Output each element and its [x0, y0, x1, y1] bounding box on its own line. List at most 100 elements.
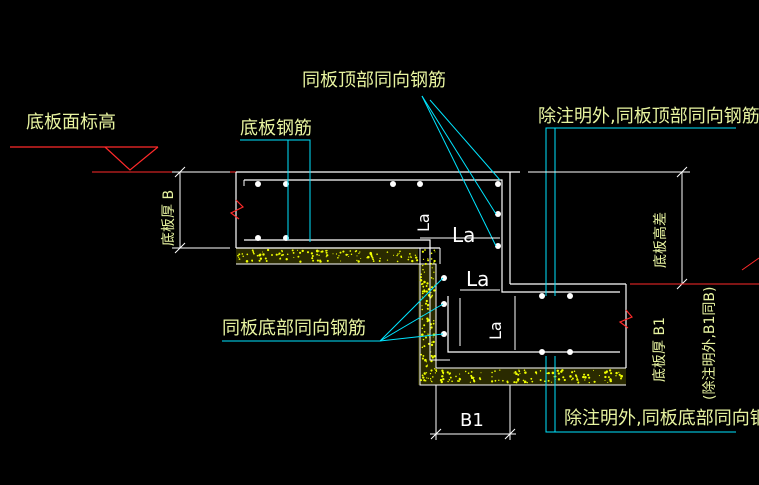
hatch-dot [610, 372, 613, 375]
hatch-dot [279, 258, 281, 260]
hatch-dot [238, 256, 240, 258]
hatch-dot [433, 262, 435, 264]
hatch-dot [350, 253, 353, 256]
hatch-dot [425, 372, 428, 374]
top-rebar-except-label: 除注明外,同板顶部同向钢筋 [538, 106, 759, 127]
slab-rebar-label: 底板钢筋 [240, 118, 312, 139]
hatch-dot [449, 372, 452, 375]
hatch-dot [517, 378, 520, 381]
hatch-dot [523, 382, 525, 384]
hatch-dot [349, 250, 352, 252]
hatch-dot [386, 251, 389, 253]
hatch-dot [447, 380, 449, 383]
hatch-dot [442, 377, 445, 381]
hatch-dot [439, 378, 443, 382]
hatch-dot [430, 252, 433, 255]
hatch-dot [582, 375, 585, 379]
hatch-dot [275, 253, 278, 256]
hatch-dot [592, 369, 595, 371]
hatch-dot [578, 381, 580, 383]
hatch-dot [551, 371, 555, 375]
hatch-dot [357, 260, 360, 263]
hatch-dot [372, 258, 374, 261]
hatch-dot [524, 371, 527, 374]
hatch-dot [539, 378, 542, 382]
slab-thickness-dimension [172, 166, 230, 254]
hatch-dot [347, 254, 349, 256]
hatch-dot [278, 252, 281, 255]
hatch-dot [506, 381, 509, 384]
hatch-dot [367, 255, 370, 259]
hatch-dot [561, 369, 564, 372]
hatch-dot [620, 377, 622, 380]
hatch-dot [421, 374, 424, 377]
hatch-dot [312, 259, 315, 262]
hatch-dot [356, 259, 358, 262]
hatch-dot [431, 356, 434, 359]
hatch-dot [433, 289, 436, 292]
hatch-dot [430, 351, 432, 353]
hatch-dot [562, 376, 565, 379]
hatch-dot [325, 251, 328, 254]
hatch-dot [421, 292, 424, 295]
hatch-dot [424, 302, 428, 305]
hatch-dot [358, 252, 360, 255]
hatch-dot [543, 380, 546, 383]
step-outline [236, 172, 633, 368]
hatch-dot [472, 376, 475, 379]
hatch-dot [491, 380, 494, 383]
hatch-dot [432, 278, 434, 280]
hatch-dot [604, 371, 607, 374]
hatch-dot [575, 375, 578, 378]
hatch-dot [422, 264, 424, 267]
hatch-dot [277, 254, 279, 256]
hatch-dot [571, 379, 573, 381]
hatch-dot [407, 258, 410, 261]
hatch-dot [296, 249, 299, 251]
hatch-dot [311, 257, 314, 260]
hatch-dot [620, 374, 623, 378]
hatch-dot [433, 259, 436, 263]
hatch-dot [470, 374, 473, 377]
upper-top-rebar [243, 179, 620, 293]
hatch-dot [376, 253, 378, 255]
hatch-dot [424, 358, 427, 362]
hatch-dot [513, 372, 515, 374]
hatch-dot [426, 282, 429, 285]
hatch-dot [456, 380, 459, 382]
hatch-dot [386, 259, 389, 261]
hatch-dot [431, 341, 433, 343]
hatch-dot [440, 380, 443, 384]
hatch-dot [252, 251, 255, 254]
hatch-dot [420, 276, 422, 279]
hatch-dot [502, 379, 504, 382]
hatch-dot [467, 372, 470, 375]
hatch-dot [396, 254, 398, 257]
hatch-dot [547, 379, 550, 382]
b1-dimension [430, 385, 516, 440]
hatch-dot [593, 380, 596, 383]
hatch-dot [449, 376, 452, 379]
hatch-dot [259, 253, 262, 256]
hatch-dot [609, 378, 612, 381]
dim-b1-label: B1 [460, 410, 484, 431]
hatch-dot [339, 251, 342, 254]
slab-elevation-label: 底板面标高 [26, 112, 116, 133]
hatch-dot [434, 251, 436, 253]
hatch-dot [472, 378, 474, 380]
hatch-dot [557, 378, 561, 381]
hatch-dot [517, 373, 520, 376]
elevation-marker [10, 146, 240, 173]
hatch-dot [435, 370, 438, 373]
hatch-dot [398, 252, 400, 254]
hatch-dot [293, 256, 295, 258]
hatch-dot [430, 379, 432, 381]
b1-note-label: (除注明外,B1同B) [702, 287, 718, 401]
hatch-dot [318, 250, 320, 252]
hatch-dot [515, 381, 517, 384]
hatch-dot [245, 260, 249, 263]
hatch-dot [259, 257, 263, 260]
hatch-dot [513, 381, 516, 384]
hatch-dot [237, 254, 239, 257]
hatch-dot [604, 375, 607, 379]
